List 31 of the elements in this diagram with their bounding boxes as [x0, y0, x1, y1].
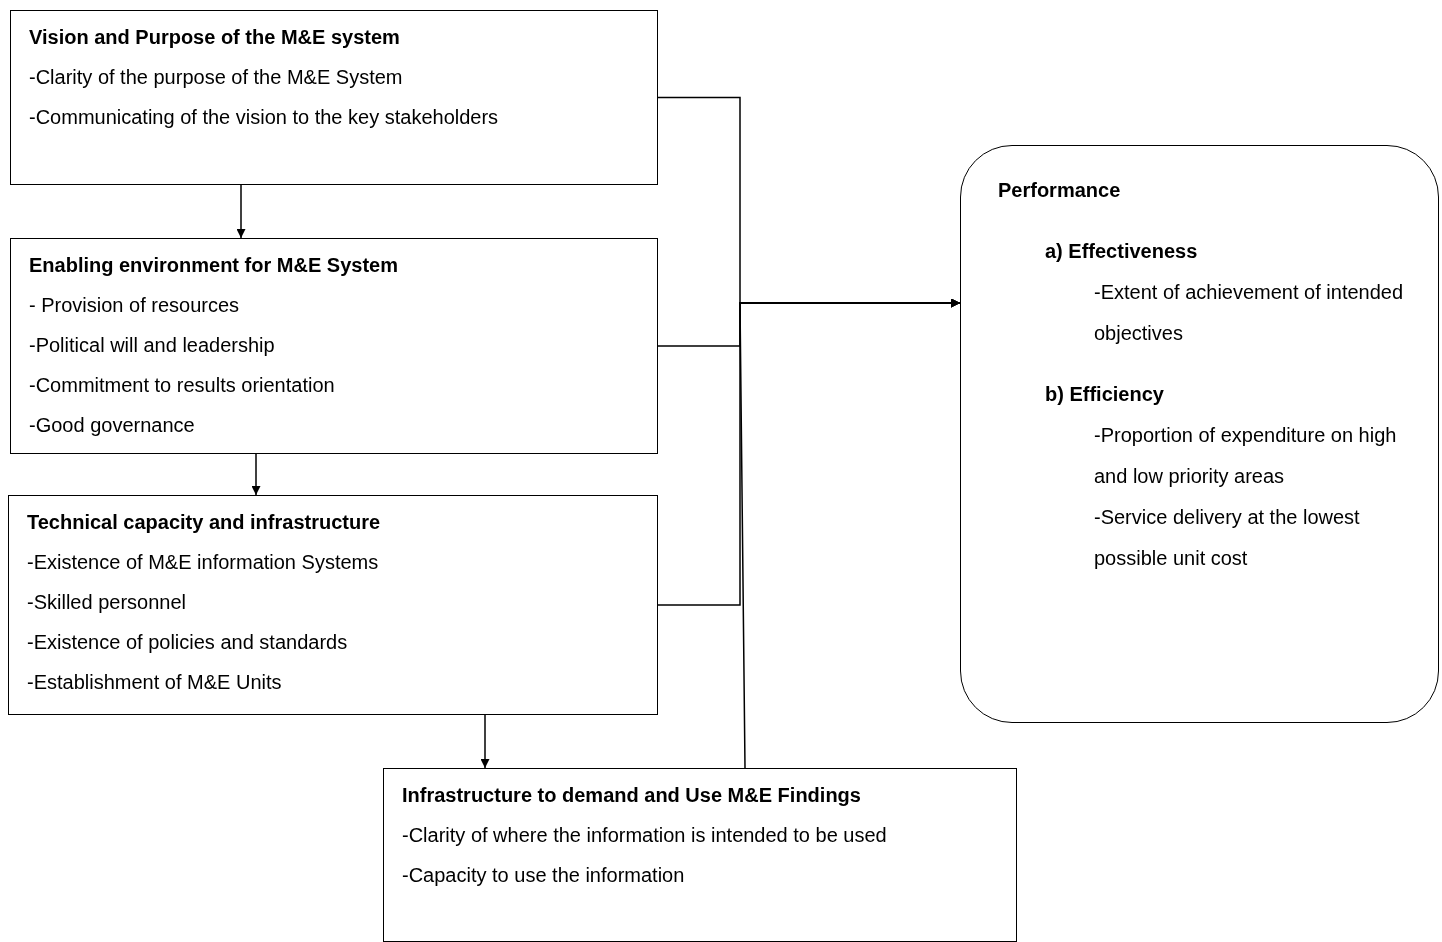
list-item: - Provision of resources — [29, 293, 241, 318]
list-item: -Communicating of the vision to the key stakeholders — [29, 105, 500, 130]
factor-box — [8, 495, 658, 715]
subheading: a) Effectiveness — [1044, 239, 1199, 264]
list-item: -Extent of achievement of intended objectives — [1093, 280, 1405, 346]
subheading: b) Efficiency — [1044, 382, 1165, 407]
list-item: -Commitment to results orientation — [29, 373, 336, 398]
list-item: -Capacity to use the information — [402, 863, 686, 888]
list-item: -Service delivery at the lowest possible unit cost — [1093, 505, 1361, 571]
arrow — [480, 714, 490, 769]
list-item: -Clarity of where the information is intended to be used — [402, 823, 888, 848]
arrow — [739, 298, 961, 769]
list-item: -Skilled personnel — [27, 590, 187, 615]
box-heading: Technical capacity and infrastructure — [27, 510, 382, 535]
arrow — [236, 184, 246, 239]
list-item: -Clarity of the purpose of the M&E System — [29, 65, 404, 90]
box-heading: Infrastructure to demand and Use M&E Findings — [402, 783, 862, 808]
box-heading: Vision and Purpose of the M&E system — [29, 25, 401, 50]
outcome-box — [960, 145, 1439, 723]
list-item: -Proportion of expenditure on high and low priority areas — [1093, 423, 1398, 489]
box-heading: Enabling environment for M&E System — [29, 253, 399, 278]
list-item: -Good governance — [29, 413, 196, 438]
list-item: -Existence of M&E information Systems — [27, 550, 380, 575]
list-item: -Political will and leadership — [29, 333, 276, 358]
list-item: -Establishment of M&E Units — [27, 670, 283, 695]
factor-box — [10, 10, 658, 185]
arrow — [251, 453, 261, 496]
list-item: -Existence of policies and standards — [27, 630, 349, 655]
factor-box — [383, 768, 1017, 942]
box-heading: Performance — [998, 178, 1122, 203]
factor-box — [10, 238, 658, 454]
